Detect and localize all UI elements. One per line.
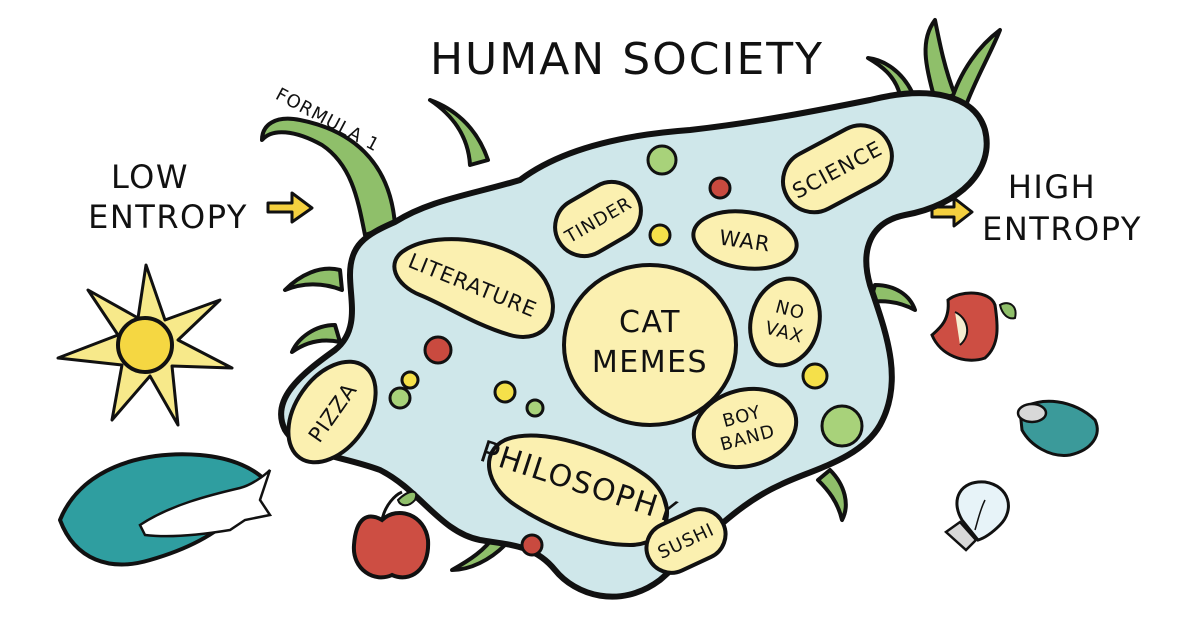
right-tentacle-2 <box>923 18 957 102</box>
red-dot <box>520 533 544 557</box>
no-vax-pill <box>748 276 822 368</box>
low-entropy-arrow <box>266 191 314 224</box>
diagram-title: HUMAN SOCIETY <box>430 34 824 85</box>
low-entropy-label: LOW ENTROPY <box>88 158 248 236</box>
broken-bulb-icon <box>944 480 1010 552</box>
red-dot <box>708 176 732 200</box>
crushed-can-icon <box>1016 399 1099 457</box>
high-entropy-line2: ENTROPY <box>982 210 1142 248</box>
formula1-tentacle <box>260 116 397 237</box>
high-entropy-label: HIGH ENTROPY <box>982 168 1142 248</box>
cat-memes-circle <box>562 263 738 427</box>
green-dot <box>525 398 545 418</box>
cluster-sushi: SUSHI <box>644 507 728 575</box>
tinder-pill <box>553 180 643 258</box>
clusters: LITERATURE TINDER WAR SCIENCE CAT MEMES … <box>286 123 894 575</box>
cluster-war: WAR <box>691 209 799 271</box>
cluster-pizza: PIZZA <box>286 359 378 465</box>
cluster-literature: LITERATURE <box>392 237 555 339</box>
war-pill <box>691 209 799 271</box>
wave-icon <box>58 452 273 567</box>
yellow-dot <box>400 370 420 390</box>
high-entropy-line1: HIGH <box>1008 168 1096 206</box>
literature-pill <box>392 237 555 339</box>
yellow-dot <box>648 223 672 247</box>
sushi-pill <box>644 507 728 575</box>
apple-icon <box>351 490 431 580</box>
left-tentacle-2 <box>290 323 342 354</box>
green-dot <box>646 144 678 176</box>
high-entropy-arrow <box>930 196 974 228</box>
sun-icon <box>56 263 234 427</box>
cluster-tinder: TINDER <box>553 180 643 258</box>
yellow-dot <box>801 362 829 390</box>
right-tentacle-1 <box>866 56 914 97</box>
tentacles <box>260 18 1002 572</box>
low-entropy-line1: LOW <box>111 158 189 196</box>
green-dot <box>388 386 412 410</box>
cluster-cat-memes: CAT MEMES <box>562 263 738 427</box>
yellow-dot <box>493 380 517 404</box>
apple-core-icon <box>930 291 1017 362</box>
red-dot <box>423 335 453 365</box>
pizza-pill <box>286 359 378 465</box>
left-tentacle-1 <box>283 266 344 292</box>
bottom-tentacle-1 <box>816 468 848 522</box>
cat-memes-line1: CAT <box>619 305 681 340</box>
dots <box>388 144 864 557</box>
low-entropy-line2: ENTROPY <box>88 198 248 236</box>
cluster-no-vax: NO VAX <box>748 276 822 368</box>
science-pill <box>781 123 894 215</box>
green-dot <box>820 404 864 448</box>
philosophy-pill <box>487 433 669 548</box>
right-tentacle-3 <box>948 28 1002 110</box>
boy-band-pill <box>691 386 799 470</box>
cat-memes-line2: MEMES <box>592 345 708 380</box>
cluster-boy-band: BOY BAND <box>691 386 799 470</box>
top-tentacle <box>428 98 490 167</box>
